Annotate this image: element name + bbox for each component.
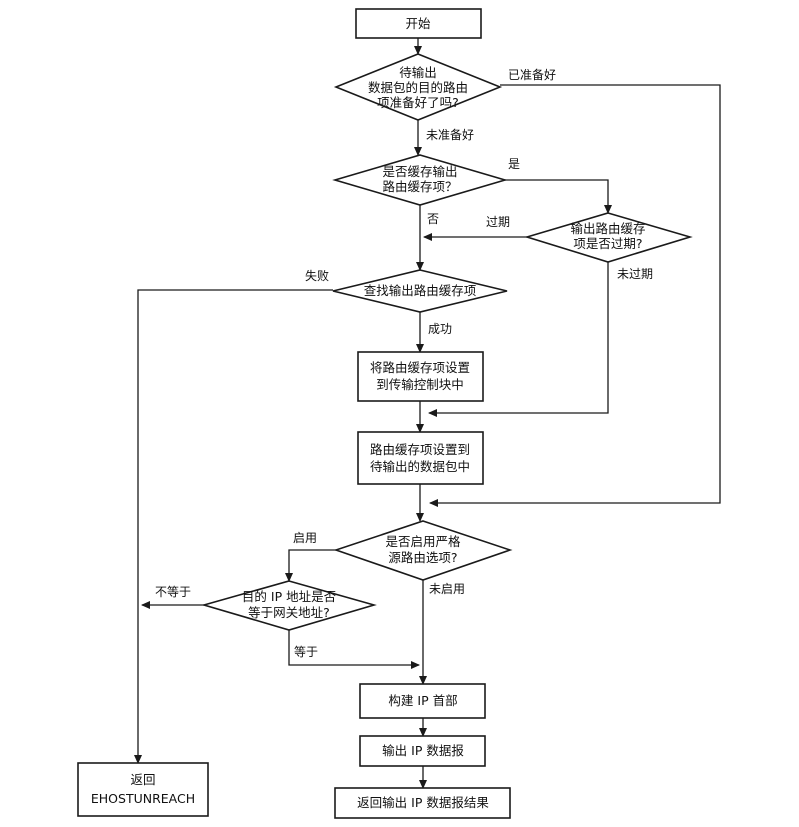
decision-strict-source-line-2: 源路由选项?: [388, 550, 457, 565]
process-set-packet: 路由缓存项设置到 待输出的数据包中: [357, 431, 484, 485]
edge-label-expired: 过期: [486, 215, 510, 229]
process-set-tcb-line-2: 到传输控制块中: [376, 377, 464, 392]
edge-label-not-expired: 未过期: [617, 267, 653, 281]
edge-label-not-ready: 未准备好: [426, 128, 474, 142]
arrow-not-expired: [428, 262, 609, 417]
edge-label-success: 成功: [428, 322, 452, 336]
process-build-header: 构建 IP 首部: [359, 683, 486, 719]
arrow-equal: [288, 630, 420, 669]
arrow-cached-yes: [505, 179, 612, 214]
edge-label-ready: 已准备好: [508, 68, 556, 82]
decision-route-ready-line-3: 项准备好了吗?: [377, 95, 459, 110]
process-set-packet-line-2: 待输出的数据包中: [370, 459, 470, 474]
terminal-return-result: 返回输出 IP 数据报结果: [334, 787, 511, 819]
process-build-header-label: 构建 IP 首部: [388, 693, 457, 708]
decision-lookup-label: 查找输出路由缓存项: [364, 283, 477, 298]
process-set-packet-line-1: 路由缓存项设置到: [370, 442, 470, 457]
arrow-lookup-fail: [134, 289, 333, 764]
edge-label-yes: 是: [508, 157, 520, 171]
decision-expired-line-1: 输出路由缓存: [570, 221, 645, 236]
process-set-tcb-line-1: 将路由缓存项设置: [370, 360, 470, 375]
process-set-tcb: 将路由缓存项设置 到传输控制块中: [357, 351, 484, 402]
terminal-return-error: 返回 EHOSTUNREACH: [77, 762, 209, 817]
decision-gateway-equal-line-1: 目的 IP 地址是否: [242, 589, 336, 604]
edge-label-no: 否: [427, 212, 439, 226]
decision-cached: 是否缓存输出 路由缓存项？: [332, 154, 508, 206]
decision-strict-source-line-1: 是否启用严格: [385, 534, 461, 549]
edge-label-not-equal: 不等于: [155, 585, 191, 599]
arrow-strict-enabled: [285, 549, 336, 582]
terminal-return-result-label: 返回输出 IP 数据报结果: [357, 795, 489, 810]
decision-route-ready-line-2: 数据包的目的路由: [368, 80, 468, 95]
decision-gateway-equal: 目的 IP 地址是否 等于网关地址?: [201, 580, 377, 631]
process-output: 输出 IP 数据报: [359, 735, 486, 767]
connectors: [134, 38, 721, 789]
edge-label-fail: 失败: [305, 268, 329, 283]
decision-strict-source: 是否启用严格 源路由选项?: [333, 520, 513, 581]
decision-expired-line-2: 项是否过期?: [573, 236, 642, 251]
decision-cached-line-1: 是否缓存输出: [382, 164, 457, 179]
edge-labels: 已准备好 未准备好 是 否 过期 未过期 失败 成功 启用 未启用 不等于 等于: [155, 68, 653, 659]
decision-gateway-equal-line-2: 等于网关地址?: [248, 605, 330, 620]
node-start: 开始: [355, 8, 482, 39]
edge-label-not-enabled: 未启用: [429, 582, 465, 596]
terminal-return-error-line-2: EHOSTUNREACH: [91, 791, 195, 806]
arrow-ready-bypass: [429, 84, 721, 507]
decision-expired: 输出路由缓存 项是否过期?: [524, 212, 693, 263]
node-start-label: 开始: [405, 16, 431, 31]
decision-route-ready-line-1: 待输出: [399, 65, 437, 80]
process-output-label: 输出 IP 数据报: [382, 743, 464, 758]
decision-cached-line-2: 路由缓存项？: [382, 179, 457, 194]
decision-lookup: 查找输出路由缓存项: [332, 269, 508, 313]
edge-label-equal: 等于: [294, 645, 318, 659]
terminal-return-error-line-1: 返回: [130, 772, 155, 787]
edge-label-enabled: 启用: [293, 531, 317, 545]
decision-route-ready: 待输出 数据包的目的路由 项准备好了吗?: [333, 53, 503, 121]
